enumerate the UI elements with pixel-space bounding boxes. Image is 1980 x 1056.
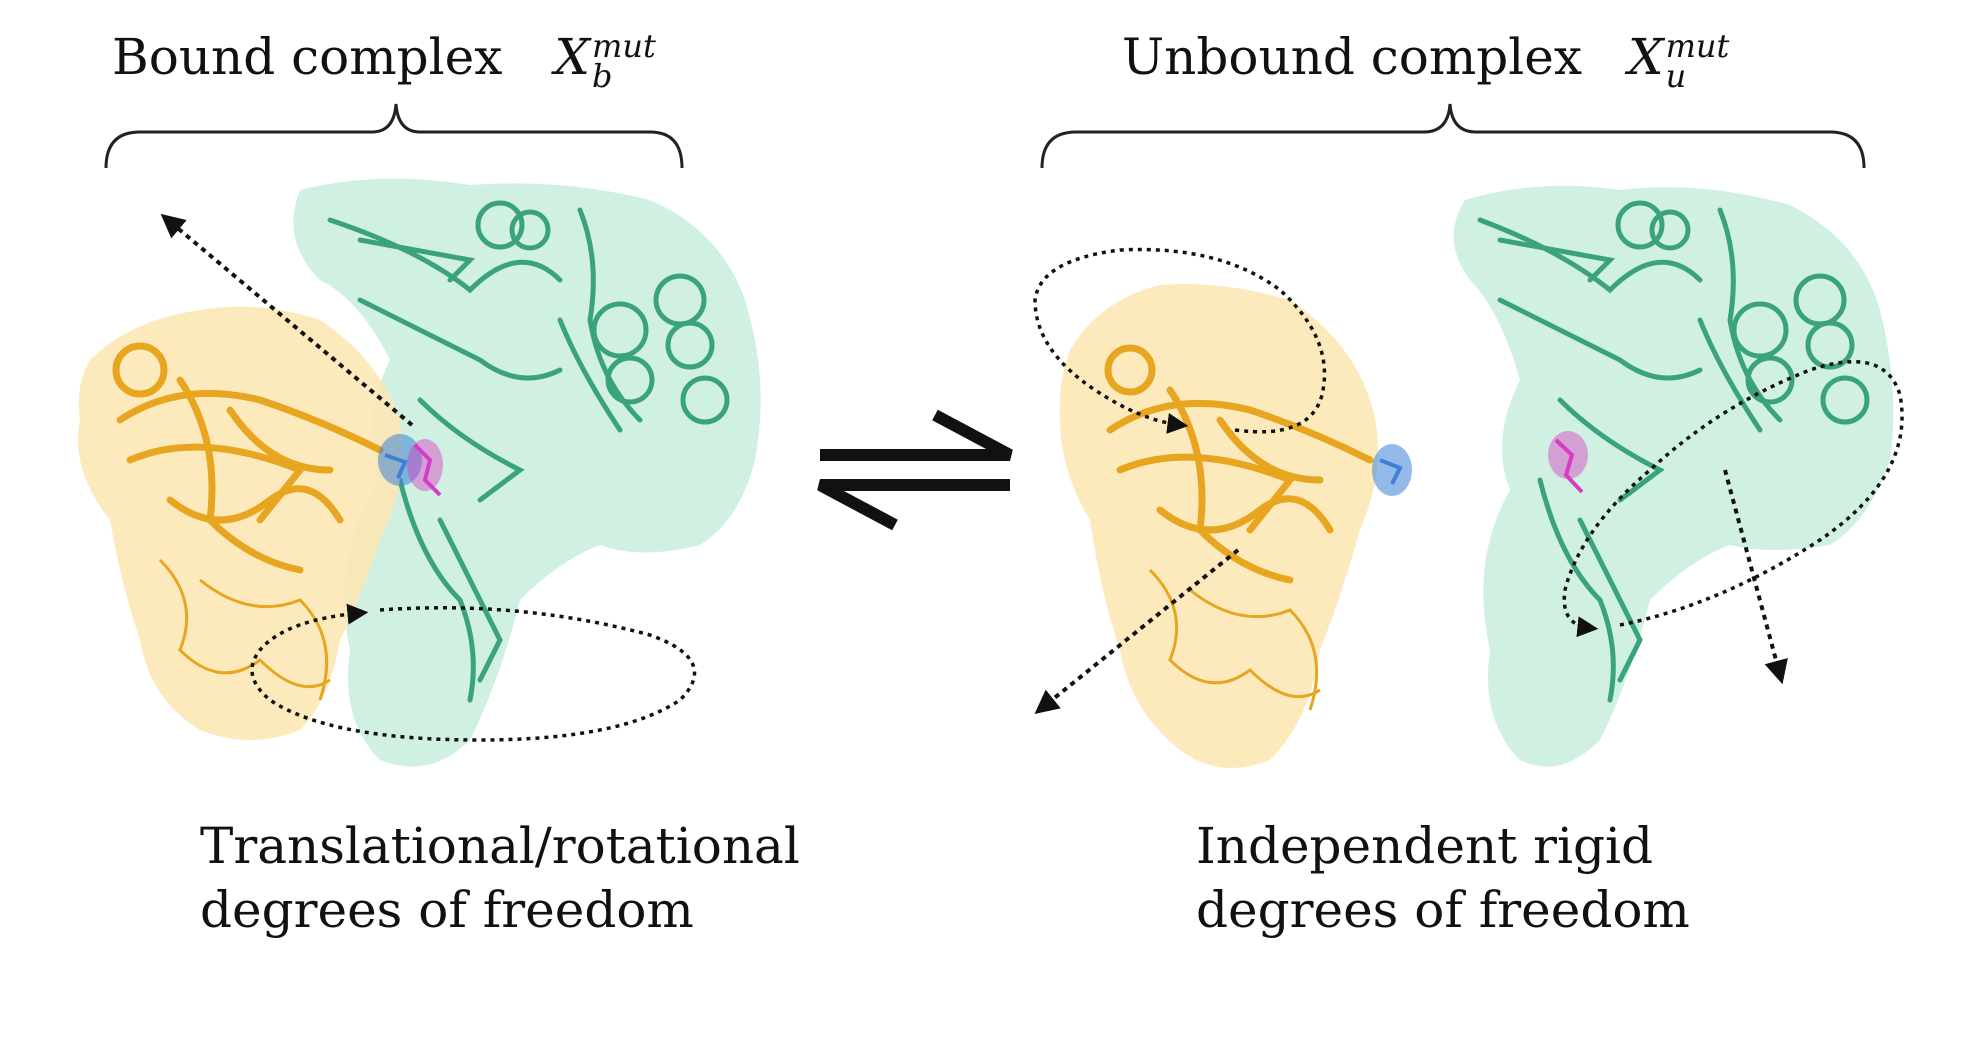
unbound-magenta-stick [1554, 438, 1584, 494]
unbound-symbol-base: X [1627, 28, 1664, 86]
bound-rotation-ellipse [250, 603, 697, 742]
bound-magenta-site [407, 439, 443, 491]
bound-brace [104, 103, 684, 169]
bound-caption-line2: degrees of freedom [200, 881, 694, 939]
unbound-caption-line2: degrees of freedom [1196, 881, 1690, 939]
bound-blue-stick [384, 453, 408, 479]
unbound-orange-translation-arrow [1034, 548, 1240, 715]
unbound-green-ribbons [1477, 200, 1870, 703]
bound-binding-site [378, 434, 443, 497]
unbound-symbol-sub: u [1665, 57, 1687, 95]
bound-green-ribbons [327, 200, 730, 703]
bound-magenta-stick [413, 443, 442, 497]
bound-orange-protein [78, 306, 403, 740]
unbound-orange-rotation-ellipse [1033, 247, 1327, 434]
equilibrium-arrows [817, 409, 1013, 531]
unbound-orange-loops [1148, 568, 1321, 711]
bound-symbol-sup: mut [591, 27, 656, 65]
bound-title-text: Bound complex [112, 28, 503, 86]
bound-caption-line1: Translational/rotational [200, 817, 800, 875]
bound-orange-loops [158, 558, 331, 701]
unbound-title-text: Unbound complex [1122, 28, 1583, 86]
unbound-caption: Independent rigid degrees of freedom [1196, 814, 1690, 942]
unbound-orange-protein [1059, 284, 1378, 768]
unbound-green-protein [1453, 185, 1894, 767]
unbound-green-surface [1453, 185, 1894, 767]
unbound-blue-site-group [1372, 444, 1412, 496]
bound-translation-arrow [160, 213, 414, 427]
unbound-magenta-site-group [1548, 431, 1588, 494]
unbound-blue-stick [1379, 458, 1403, 485]
bound-green-protein [293, 178, 761, 767]
unbound-brace [1040, 103, 1866, 169]
unbound-blue-site [1372, 444, 1412, 496]
bound-symbol-base: X [554, 28, 590, 86]
unbound-orange-ribbons [1104, 344, 1374, 584]
bound-caption: Translational/rotational degrees of free… [200, 814, 800, 942]
unbound-caption-line1: Independent rigid [1196, 817, 1654, 875]
unbound-symbol-sup: mut [1665, 27, 1730, 65]
bound-symbol-sub: b [591, 57, 613, 95]
bound-orange-ribbons [112, 342, 384, 574]
